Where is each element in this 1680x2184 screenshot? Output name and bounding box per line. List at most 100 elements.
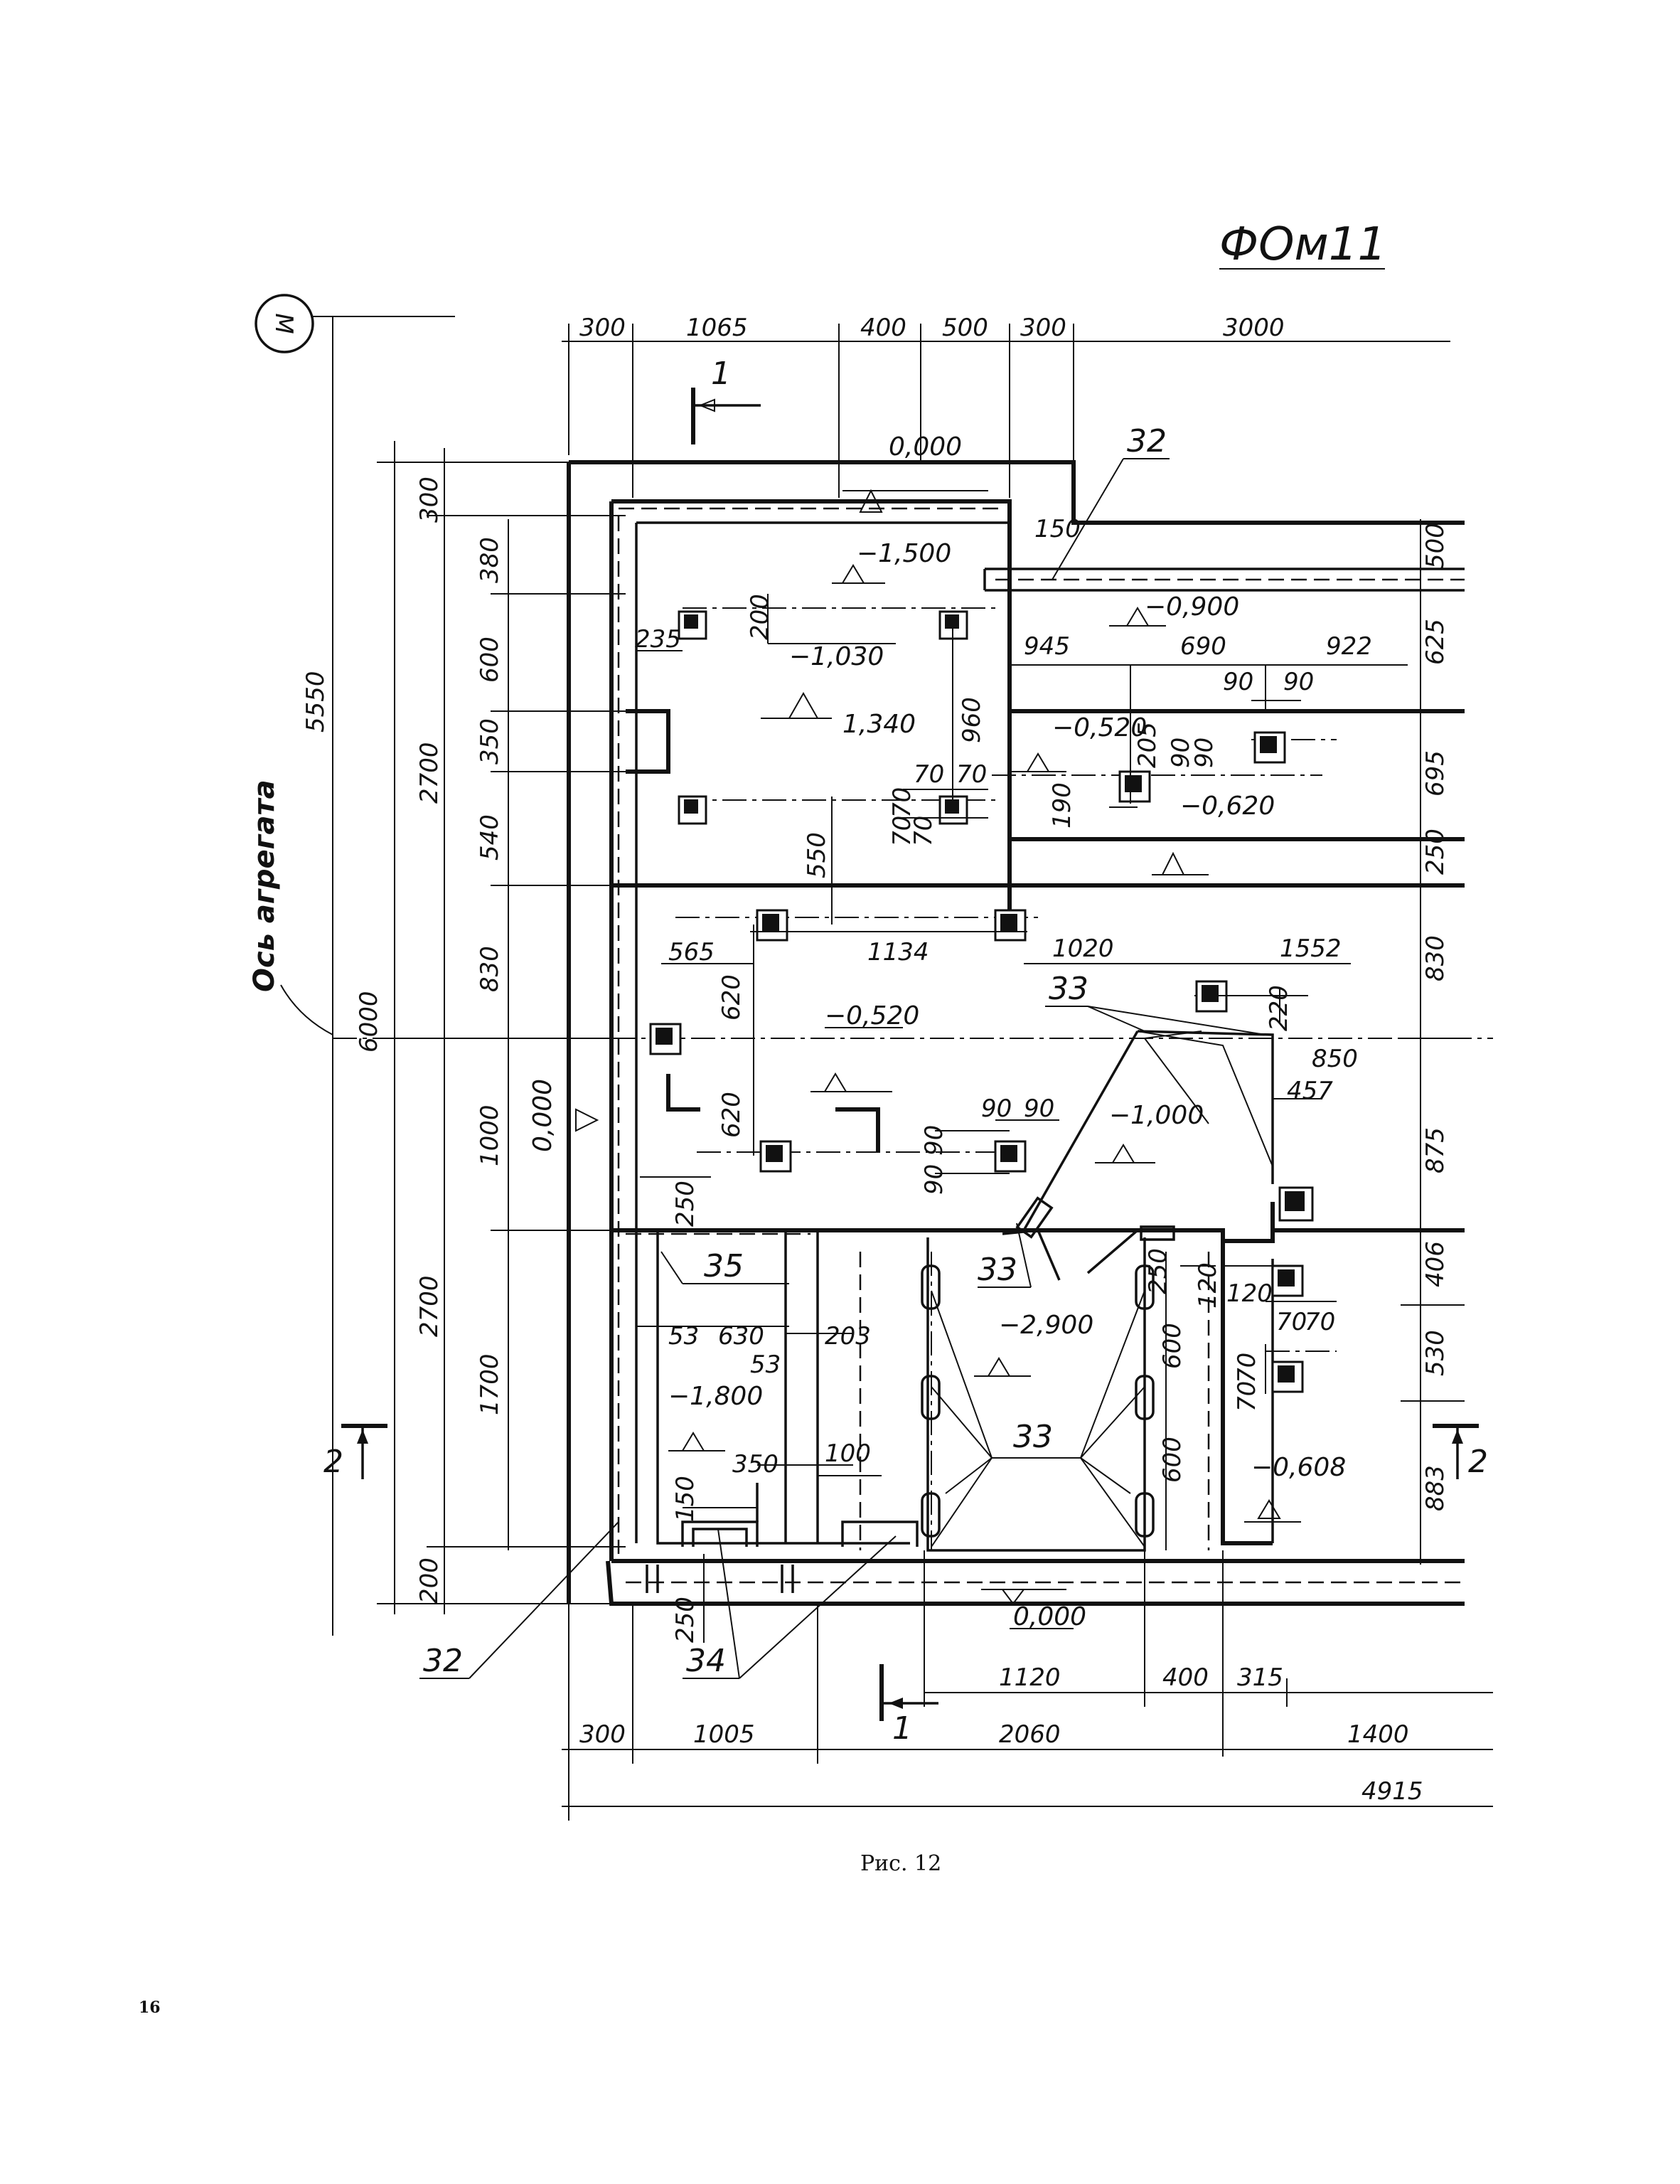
inner-dim: 220	[1265, 985, 1293, 1031]
elevation-mark: 0,000	[981, 1589, 1086, 1631]
elevation-mark: −1,800	[668, 1382, 763, 1451]
embedded-bracket	[666, 1074, 700, 1112]
inner-dim: 90	[1024, 1094, 1054, 1123]
svg-text:−1,500: −1,500	[857, 539, 951, 568]
inner-dim: 70	[909, 816, 938, 846]
inner-dim: 200	[746, 594, 774, 640]
elevation-mark: −0,620	[1152, 792, 1275, 875]
dashed-lines	[617, 507, 1465, 1584]
inner-dim: 620	[717, 1092, 746, 1138]
inner-dim: 150	[1034, 515, 1081, 543]
inner-dim: 90	[1167, 737, 1195, 768]
left-dim: 830	[476, 946, 504, 992]
anchor-bolt	[994, 909, 1027, 942]
axis-label-leader	[280, 984, 333, 1035]
svg-text:−0,520: −0,520	[1052, 713, 1147, 742]
inner-dim: 90	[920, 1125, 948, 1156]
top-dim: 500	[942, 314, 988, 342]
inner-dim: 550	[803, 832, 831, 878]
inner-dim: 600	[1158, 1437, 1187, 1483]
inner-dim: 922	[1326, 632, 1372, 661]
anchor-bolt	[678, 795, 707, 825]
inner-dim: 90	[981, 1094, 1012, 1123]
left-dim: 300	[415, 476, 444, 523]
bottom-dim: 400	[1162, 1663, 1209, 1692]
left-dim: 350	[476, 718, 504, 765]
embedded-bracket	[835, 1107, 880, 1152]
svg-text:32: 32	[423, 1643, 463, 1679]
elevation-mark: −1,030	[789, 642, 896, 671]
svg-text:2: 2	[1468, 1444, 1488, 1480]
inner-dim: 250	[671, 1181, 700, 1227]
inner-dim: 250	[1144, 1248, 1172, 1294]
right-dim: 830	[1421, 935, 1450, 981]
left-dim: 600	[476, 636, 504, 683]
anchor-bolt	[1118, 770, 1151, 803]
svg-text:−0,520: −0,520	[825, 1001, 919, 1030]
svg-text:32: 32	[1127, 423, 1167, 459]
anchor-bolt	[1278, 1186, 1314, 1222]
svg-text:35: 35	[704, 1248, 744, 1284]
inner-dim: 150	[671, 1476, 700, 1522]
anchor-bolt	[649, 1023, 682, 1055]
bottom-dim: 300	[579, 1720, 626, 1749]
inner-dim: 70	[1305, 1308, 1335, 1336]
inner-dim: 53	[750, 1351, 781, 1379]
left-dim: 2700	[415, 1275, 444, 1337]
svg-text:1: 1	[711, 356, 731, 392]
right-dim: 530	[1421, 1330, 1450, 1376]
inner-dim: 190	[1048, 782, 1076, 829]
left-dim: 1700	[476, 1353, 504, 1415]
left-dim: 380	[476, 537, 504, 583]
section-mark-2-left: 2	[323, 1424, 387, 1480]
inner-dim: 100	[825, 1439, 871, 1468]
axis-marker: М	[255, 294, 314, 353]
inner-dim: 70	[956, 760, 987, 789]
elevation-mark: −0,900	[1109, 592, 1239, 627]
anchor-bolt	[1271, 1264, 1304, 1297]
callout-33: 33	[1045, 971, 1266, 1035]
svg-text:2: 2	[323, 1444, 343, 1480]
anchor-bolt	[759, 1140, 792, 1173]
right-dim: 500	[1421, 523, 1450, 569]
svg-text:−1,030: −1,030	[789, 642, 884, 671]
inner-dim: 205	[1133, 722, 1162, 768]
svg-text:−0,900: −0,900	[1145, 592, 1239, 622]
anchor-bolts	[649, 610, 1314, 1393]
inner-dim: 70	[888, 787, 916, 818]
inner-dim: 960	[958, 697, 986, 743]
inner-dim: 70	[888, 816, 916, 846]
embedded-pockets	[646, 1483, 919, 1593]
svg-text:−1,800: −1,800	[668, 1382, 763, 1411]
top-dim: 1065	[686, 314, 748, 342]
anchor-bolt	[994, 1140, 1027, 1173]
left-dimension-lines	[332, 316, 626, 1636]
right-dimension-lines	[1401, 519, 1465, 1565]
right-dim: 850	[1312, 1045, 1358, 1073]
svg-text:М: М	[269, 313, 298, 334]
inner-dim: 90	[1223, 668, 1253, 696]
svg-text:1,340: 1,340	[842, 710, 916, 739]
inner-dim: 235	[635, 625, 681, 654]
inner-dim: 1020	[1052, 934, 1114, 963]
svg-text:0,000: 0,000	[889, 432, 962, 462]
figure-caption: Рис. 12	[860, 1851, 941, 1876]
inner-dim: 630	[718, 1322, 764, 1351]
inner-dim: 945	[1024, 632, 1070, 661]
page-number: 16	[139, 1998, 161, 2017]
section-mark-2-right: 2	[1433, 1424, 1488, 1480]
inner-dim: 565	[668, 938, 715, 966]
top-dim: 300	[1020, 314, 1066, 342]
inner-dim: 350	[732, 1450, 779, 1479]
anchor-bolt	[678, 610, 707, 640]
svg-text:33: 33	[1049, 971, 1088, 1007]
right-dim: 406	[1421, 1241, 1450, 1287]
inner-dim: 90	[1190, 737, 1219, 768]
callout-32: 32	[419, 1521, 619, 1679]
elevation-mark: 0,000	[528, 1079, 599, 1152]
svg-text:1: 1	[892, 1710, 912, 1747]
elevation-mark: 0,000	[842, 432, 988, 513]
svg-text:0,000: 0,000	[528, 1079, 557, 1152]
elevation-mark: −0,520	[1010, 713, 1147, 772]
